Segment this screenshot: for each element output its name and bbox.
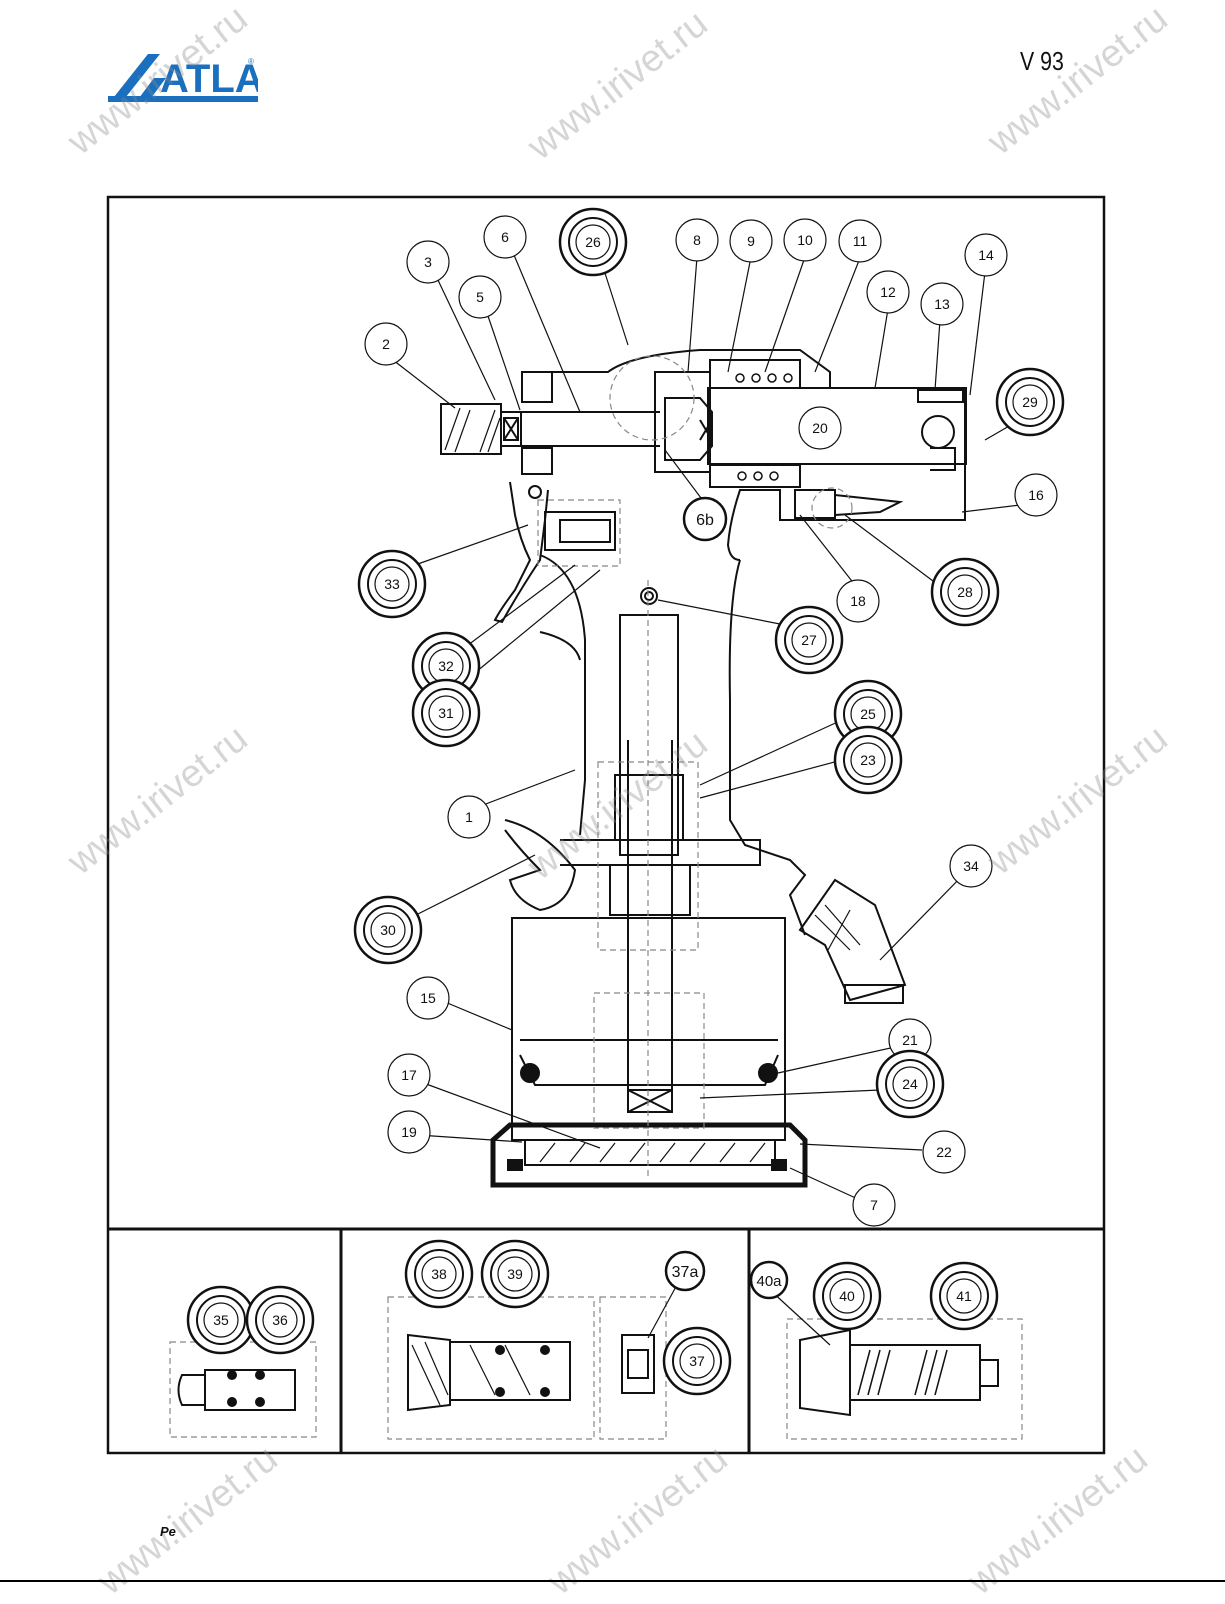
svg-text:41: 41	[956, 1288, 972, 1304]
nose-piece	[441, 404, 501, 454]
kit-callout-38: 38	[406, 1241, 472, 1307]
kit-callout-40: 40	[814, 1263, 880, 1329]
svg-text:39: 39	[507, 1266, 523, 1282]
svg-text:1: 1	[465, 809, 473, 825]
kit-callout-39: 39	[482, 1241, 548, 1307]
svg-text:32: 32	[438, 658, 454, 674]
svg-text:22: 22	[936, 1144, 952, 1160]
callout-3: 3	[407, 241, 449, 283]
svg-text:6: 6	[501, 229, 509, 245]
svg-text:38: 38	[431, 1266, 447, 1282]
callout-20: 20	[799, 407, 841, 449]
svg-text:14: 14	[978, 247, 994, 263]
base-cap	[493, 1125, 805, 1185]
svg-text:8: 8	[693, 232, 701, 248]
svg-text:2: 2	[382, 336, 390, 352]
svg-text:34: 34	[963, 858, 979, 874]
svg-text:16: 16	[1028, 487, 1044, 503]
svg-text:30: 30	[380, 922, 396, 938]
kit-callout-37: 37	[664, 1328, 730, 1394]
svg-text:21: 21	[902, 1032, 918, 1048]
svg-text:37a: 37a	[672, 1264, 699, 1281]
svg-text:5: 5	[476, 289, 484, 305]
svg-text:6b: 6b	[696, 512, 714, 529]
callout-11: 11	[839, 220, 881, 262]
footer-text: Pe	[160, 1524, 176, 1539]
callout-22: 22	[923, 1131, 965, 1173]
svg-text:35: 35	[213, 1312, 229, 1328]
svg-text:13: 13	[934, 296, 950, 312]
trigger-lever	[495, 482, 548, 622]
callout-40a: 40a	[751, 1262, 787, 1298]
svg-text:24: 24	[902, 1076, 918, 1092]
kit-callout-24: 24	[877, 1051, 943, 1117]
svg-text:40a: 40a	[756, 1273, 782, 1290]
kit-callout-41: 41	[931, 1263, 997, 1329]
callout-2: 2	[365, 323, 407, 365]
callout-16: 16	[1015, 474, 1057, 516]
svg-text:11: 11	[853, 233, 868, 249]
kit-callout-29: 29	[997, 369, 1063, 435]
callout-15: 15	[407, 977, 449, 1019]
kit-callout-31: 31	[413, 680, 479, 746]
svg-text:40: 40	[839, 1288, 855, 1304]
callout-6b: 6b	[684, 498, 726, 540]
svg-text:10: 10	[797, 232, 813, 248]
kit-callout-28: 28	[932, 559, 998, 625]
kit-callout-33: 33	[359, 551, 425, 617]
kit-callout-30: 30	[355, 897, 421, 963]
svg-text:23: 23	[860, 752, 876, 768]
callout-1: 1	[448, 796, 490, 838]
kit-callout-23: 23	[835, 727, 901, 793]
callout-12: 12	[867, 271, 909, 313]
svg-text:20: 20	[812, 420, 828, 436]
svg-text:29: 29	[1022, 394, 1038, 410]
svg-text:17: 17	[401, 1067, 417, 1083]
svg-text:9: 9	[747, 233, 755, 249]
svg-text:36: 36	[272, 1312, 288, 1328]
handle-left	[540, 555, 585, 835]
callout-6: 6	[484, 216, 526, 258]
callout-18: 18	[837, 580, 879, 622]
svg-text:26: 26	[585, 234, 601, 250]
callout-5: 5	[459, 276, 501, 318]
bottom-rule	[0, 1580, 1225, 1582]
svg-text:15: 15	[420, 990, 436, 1006]
head-housing	[522, 350, 965, 560]
kit-callout-26: 26	[560, 209, 626, 275]
svg-text:31: 31	[438, 705, 454, 721]
svg-text:12: 12	[880, 284, 896, 300]
svg-text:3: 3	[424, 254, 432, 270]
callout-10: 10	[784, 219, 826, 261]
svg-text:7: 7	[870, 1197, 878, 1213]
callout-37a: 37a	[666, 1252, 704, 1290]
svg-text:18: 18	[850, 593, 866, 609]
callout-8: 8	[676, 219, 718, 261]
svg-text:37: 37	[689, 1353, 705, 1369]
callout-14: 14	[965, 234, 1007, 276]
air-inlet-34	[800, 880, 905, 1000]
callout-13: 13	[921, 283, 963, 325]
svg-text:25: 25	[860, 706, 876, 722]
kit-callout-35: 35	[188, 1287, 254, 1353]
callout-7: 7	[853, 1184, 895, 1226]
svg-text:19: 19	[401, 1124, 417, 1140]
kit-callout-27: 27	[776, 607, 842, 673]
callout-19: 19	[388, 1111, 430, 1153]
kit-callout-36: 36	[247, 1287, 313, 1353]
svg-text:27: 27	[801, 632, 817, 648]
svg-text:28: 28	[957, 584, 973, 600]
callout-17: 17	[388, 1054, 430, 1096]
svg-text:33: 33	[384, 576, 400, 592]
callout-9: 9	[730, 220, 772, 262]
